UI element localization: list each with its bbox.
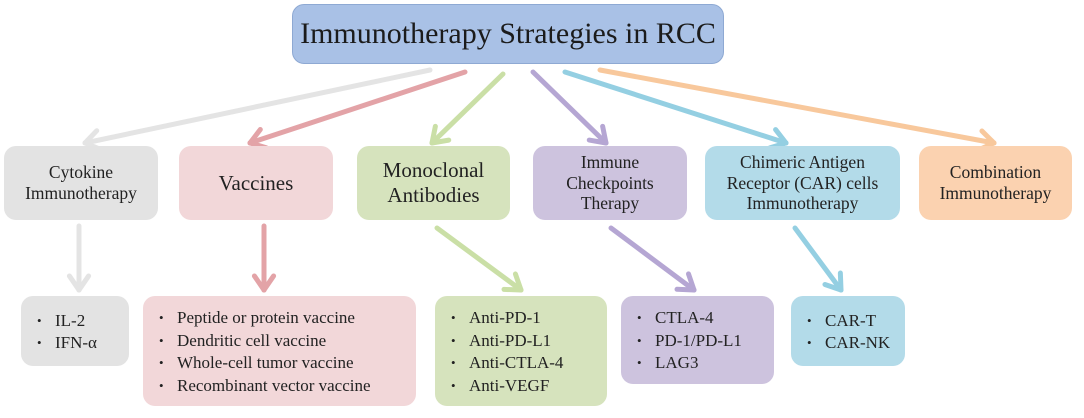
root-title: Immunotherapy Strategies in RCC: [300, 17, 716, 51]
root-title-box: Immunotherapy Strategies in RCC: [292, 4, 724, 64]
arrow-root-to-category: [597, 67, 997, 153]
list-item: Anti-VEGF: [451, 375, 563, 398]
list-car-cells: CAR-T CAR-NK: [791, 296, 905, 366]
category-car-cells-immunotherapy: Chimeric Antigen Receptor (CAR) cells Im…: [705, 146, 900, 220]
list-item: PD-1/PD-L1: [637, 330, 742, 353]
category-monoclonal-antibodies: Monoclonal Antibodies: [357, 146, 510, 220]
list-item: CAR-T: [807, 310, 890, 333]
category-immune-checkpoints-therapy: Immune Checkpoints Therapy: [533, 146, 687, 220]
list-item: Dendritic cell vaccine: [159, 330, 371, 353]
list-monoclonal-antibodies: Anti-PD-1 Anti-PD-L1 Anti-CTLA-4 Anti-VE…: [435, 296, 607, 406]
list-item: Anti-PD-L1: [451, 330, 563, 353]
list-item: Recombinant vector vaccine: [159, 375, 371, 398]
category-label: Vaccines: [218, 170, 294, 195]
list-immune-checkpoints: CTLA-4 PD-1/PD-L1 LAG3: [621, 296, 774, 384]
list-item: CAR-NK: [807, 332, 890, 355]
category-cytokine-immunotherapy: Cytokine Immunotherapy: [4, 146, 158, 220]
arrow-category-to-list: [434, 225, 524, 293]
arrow-category-to-list: [251, 223, 277, 293]
category-label: Monoclonal Antibodies: [382, 158, 485, 207]
list-vaccines: Peptide or protein vaccine Dendritic cel…: [143, 296, 416, 406]
category-label: Immune Checkpoints Therapy: [566, 152, 654, 214]
category-label: Chimeric Antigen Receptor (CAR) cells Im…: [726, 152, 879, 214]
list-item: Whole-cell tumor vaccine: [159, 352, 371, 375]
arrow-root-to-category: [82, 67, 433, 152]
list-item: IL-2: [37, 310, 97, 333]
list-item: CTLA-4: [637, 307, 742, 330]
arrow-root-to-category: [429, 71, 506, 146]
list-item: Anti-PD-1: [451, 307, 563, 330]
arrow-category-to-list: [608, 225, 697, 293]
arrow-category-to-list: [66, 223, 92, 293]
list-item: LAG3: [637, 352, 742, 375]
list-item: IFN-α: [37, 332, 97, 355]
list-cytokines: IL-2 IFN-α: [21, 296, 129, 366]
category-combination-immunotherapy: Combination Immunotherapy: [919, 146, 1072, 220]
list-item: Peptide or protein vaccine: [159, 307, 371, 330]
arrow-root-to-category: [530, 69, 609, 146]
category-label: Combination Immunotherapy: [939, 162, 1052, 203]
list-item: Anti-CTLA-4: [451, 352, 563, 375]
category-vaccines: Vaccines: [179, 146, 333, 220]
category-label: Cytokine Immunotherapy: [25, 162, 137, 203]
arrow-category-to-list: [792, 225, 844, 293]
